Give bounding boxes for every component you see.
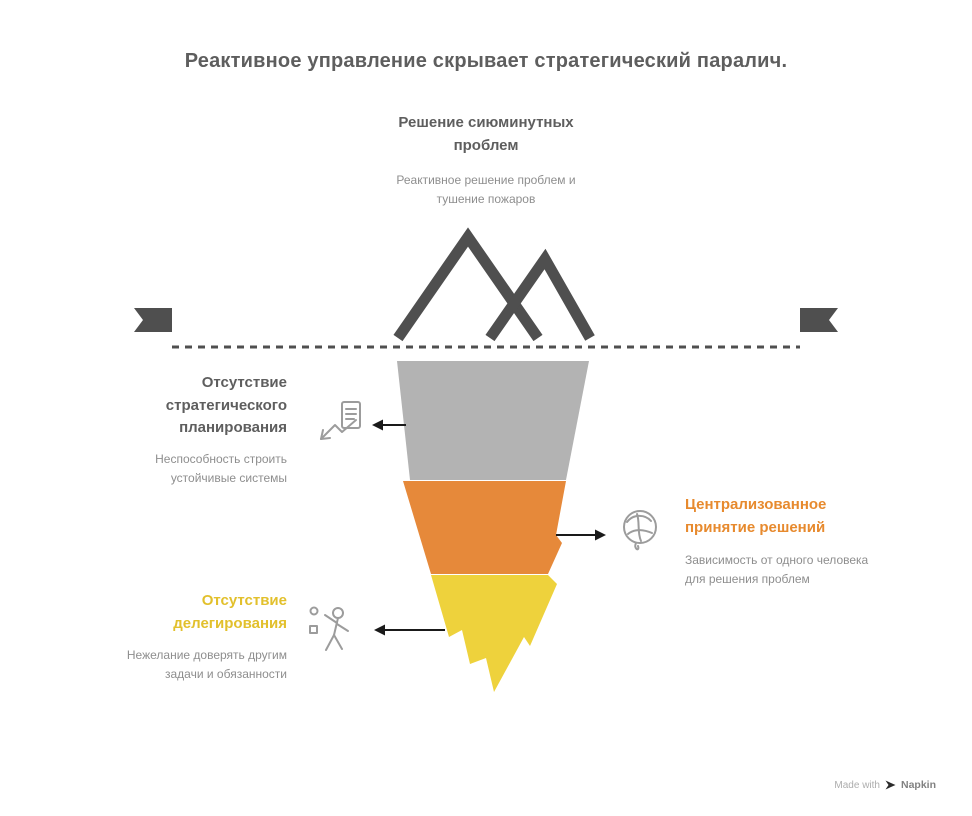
pen-nib-icon: [885, 780, 896, 790]
arrowhead-left-bottom: [374, 624, 385, 636]
brand-label: Napkin: [900, 779, 936, 791]
iceberg-segment-yellow: [431, 575, 557, 692]
mountain-large-peak: [393, 227, 543, 342]
right-flag-icon: [800, 308, 838, 332]
declining-plan-icon: [310, 396, 370, 456]
person-juggling-icon: [302, 600, 362, 660]
iceberg-segment-gray: [397, 361, 589, 480]
arrow-centralized: [556, 529, 606, 541]
arrow-delegation: [374, 624, 445, 636]
arrowhead-left-top: [372, 419, 383, 431]
delegation-subtitle: Нежелание доверять другим задачи и обяза…: [126, 648, 287, 681]
centralized-heading: Централизованное принятие решений: [685, 496, 827, 536]
iceberg-segment-orange: [403, 481, 566, 574]
arrow-strategic: [372, 419, 406, 431]
mountain-icon: [393, 227, 595, 342]
scribble-brain-icon: [612, 504, 672, 564]
made-with-label: Made with: [834, 779, 880, 791]
surface-heading: Решение сиюминутных проблем: [398, 114, 574, 154]
made-with-napkin[interactable]: Made with Napkin: [834, 779, 936, 791]
delegation-heading: Отсутствие делегирования: [173, 592, 287, 632]
arrowhead-right: [595, 529, 606, 541]
strategic-subtitle: Неспособность строить устойчивые системы: [155, 452, 287, 485]
surface-subtitle: Реактивное решение проблем и тушение пож…: [396, 173, 576, 206]
mountain-small-peak: [485, 248, 595, 342]
left-flag-icon: [134, 308, 172, 332]
page-title: Реактивное управление скрывает стратегич…: [184, 50, 788, 72]
centralized-subtitle: Зависимость от одного человека для решен…: [685, 553, 869, 586]
strategic-heading: Отсутствие стратегического планирования: [165, 374, 287, 436]
